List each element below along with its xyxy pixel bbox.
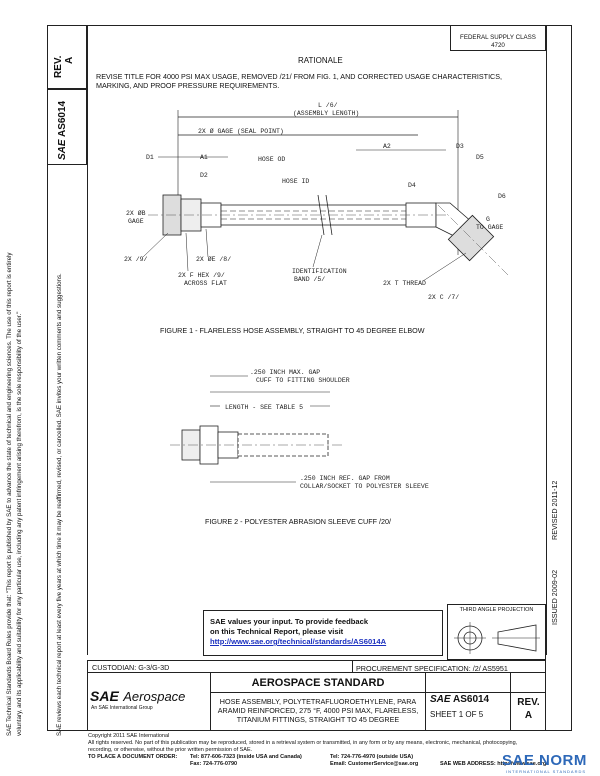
footer-web[interactable]: SAE WEB ADDRESS: http://www.sae.org: [440, 761, 547, 767]
figure-1-drawing: L /6/ (ASSEMBLY LENGTH) 2X Ø GAGE (SEAL …: [124, 102, 509, 301]
footer-rights-1: All rights reserved. No part of this pub…: [88, 740, 518, 746]
standard-heading: AEROSPACE STANDARD: [251, 677, 385, 689]
sae-aerospace-logo: SAE Aerospace: [90, 688, 185, 706]
dim-d5: D5: [476, 154, 484, 161]
left-divider: [87, 25, 88, 655]
procurement-spec: PROCUREMENT SPECIFICATION: /2/ AS5951: [356, 664, 508, 673]
sae-small-logo: SAE: [430, 694, 451, 705]
footer-tel-2: Tel: 724-776-4970 (outside USA): [330, 754, 414, 760]
sheet-number: SHEET 1 OF 5: [430, 710, 484, 719]
logo-aerospace: Aerospace: [123, 689, 186, 704]
label-e8: 2X ØE /8/: [196, 255, 231, 263]
desc-line-3: TITANIUM FITTINGS, STRAIGHT TO 45 DEGREE: [236, 715, 400, 724]
label-x9: 2X /9/: [124, 256, 148, 263]
desc-divider: [425, 673, 426, 731]
dim-assembly-length: (ASSEMBLY LENGTH): [293, 110, 359, 117]
footer-rights-2: recording, or otherwise, without the pri…: [88, 747, 253, 753]
label-across-flat: ACROSS FLAT: [184, 280, 227, 287]
label-g: G: [486, 216, 490, 223]
rationale-text-line-1: REVISE TITLE FOR 4000 PSI MAX USAGE, REM…: [96, 72, 503, 81]
sae-notice-line-2: voluntary, and its applicability and sui…: [16, 311, 23, 736]
fig2-gap1b: CUFF TO FITTING SHOULDER: [256, 377, 350, 384]
label-t-thread: 2X T THREAD: [383, 280, 426, 287]
dim-d2: D2: [200, 172, 208, 179]
desc-line-2: ARAMID REINFORCED, 275 °F, 4000 PSI MAX,…: [217, 706, 419, 715]
left-rev-label: REV.: [53, 55, 64, 78]
watermark: SAE NORM: [502, 752, 587, 769]
standard-heading-divider: [211, 692, 546, 693]
feedback-box: [203, 610, 443, 656]
rev-value: A: [524, 710, 533, 721]
label-ident: IDENTIFICATION: [292, 268, 347, 275]
footer-email[interactable]: Email: CustomerService@sae.org: [330, 761, 419, 767]
sae-logo-small-side: SAE: [57, 139, 68, 160]
label-band: BAND /5/: [294, 276, 325, 283]
right-divider: [546, 25, 547, 655]
feedback-link[interactable]: http://www.sae.org/technical/standards/A…: [210, 637, 387, 646]
federal-supply-class-number: 4720: [491, 42, 505, 49]
feedback-line-2: on this Technical Report, please visit: [210, 627, 344, 636]
rev-divider: [510, 673, 511, 731]
revised-date: REVISED 2011-12: [550, 480, 559, 540]
doc-number: AS6014: [452, 694, 490, 705]
procurement-divider-v: [352, 660, 353, 672]
rev-label: REV.: [517, 697, 540, 708]
dim-hose-id: HOSE ID: [282, 178, 309, 185]
footer-copyright: Copyright 2011 SAE International: [88, 733, 170, 739]
dim-d3: D3: [456, 143, 464, 150]
left-rev-box: [47, 25, 87, 89]
label-c7: 2X C /7/: [428, 294, 459, 301]
left-doc-box: [47, 89, 87, 165]
watermark-sub: INTERNATIONAL STANDARDS: [506, 769, 587, 774]
dim-d1: D1: [146, 154, 154, 161]
logo-sae: SAE: [90, 688, 119, 704]
title-block: [87, 660, 546, 731]
left-doc-number: SAE AS6014: [57, 101, 68, 160]
dim-d6: D6: [498, 193, 506, 200]
dim-gage: 2X Ø GAGE (SEAL POINT): [198, 127, 284, 135]
dim-a2: A2: [383, 143, 391, 150]
rationale-heading: RATIONALE: [298, 56, 343, 65]
fig2-gap2: .250 INCH REF. GAP FROM: [300, 475, 390, 482]
dim-l: L /6/: [318, 102, 338, 109]
sae-notice-line-3: SAE reviews each technical report at lea…: [56, 273, 63, 736]
custodian: CUSTODIAN: G-3/G-3D: [92, 663, 170, 672]
dim-hose-od: HOSE OD: [258, 156, 285, 163]
figure-2-caption: FIGURE 2 - POLYESTER ABRASION SLEEVE CUF…: [205, 517, 391, 526]
dim-d4: D4: [408, 182, 416, 189]
fig2-gap1: .250 INCH MAX. GAP: [250, 369, 320, 376]
fig2-gap2b: COLLAR/SOCKET TO POLYESTER SLEEVE: [300, 483, 429, 490]
projection-label: THIRD ANGLE PROJECTION: [459, 607, 534, 613]
fig2-length: LENGTH - SEE TABLE 5: [225, 404, 303, 411]
logo-divider: [210, 673, 211, 731]
label-to-gage: TO GAGE: [476, 224, 503, 231]
federal-supply-class-box: [450, 25, 546, 51]
projection-box: [447, 604, 546, 660]
label-b-gage: 2X ØB: [126, 209, 146, 217]
footer-fax: Fax: 724-776-0790: [190, 761, 238, 767]
left-doc-number-text: AS6014: [57, 100, 68, 138]
desc-line-1: HOSE ASSEMBLY, POLYTETRAFLUOROETHYLENE, …: [219, 697, 417, 706]
rationale-text-line-2: MARKING, AND PROOF PRESSURE REQUIREMENTS…: [96, 81, 280, 90]
custodian-divider: [87, 672, 546, 673]
doc-number-block: SAE AS6014: [430, 694, 489, 705]
label-f-hex: 2X F HEX /9/: [178, 272, 225, 279]
figure-1-caption: FIGURE 1 - FLARELESS HOSE ASSEMBLY, STRA…: [160, 326, 425, 335]
figure-2-drawing: .250 INCH MAX. GAP CUFF TO FITTING SHOUL…: [170, 369, 429, 490]
logo-subtitle: An SAE International Group: [91, 705, 153, 711]
projection-symbol: [454, 622, 540, 654]
footer-order-label: TO PLACE A DOCUMENT ORDER:: [88, 754, 178, 760]
sae-notice-line-1: SAE Technical Standards Board Rules prov…: [6, 252, 13, 737]
federal-supply-class-label: FEDERAL SUPPLY CLASS: [460, 34, 536, 41]
issued-date: ISSUED 2009-02: [550, 569, 559, 625]
label-b-gage-2: GAGE: [128, 218, 144, 225]
left-rev-value: A: [64, 56, 75, 64]
footer-tel-1: Tel: 877-606-7323 (inside USA and Canada…: [190, 754, 302, 760]
dim-a1: A1: [200, 154, 208, 161]
feedback-line-1: SAE values your input. To provide feedba…: [210, 617, 369, 626]
